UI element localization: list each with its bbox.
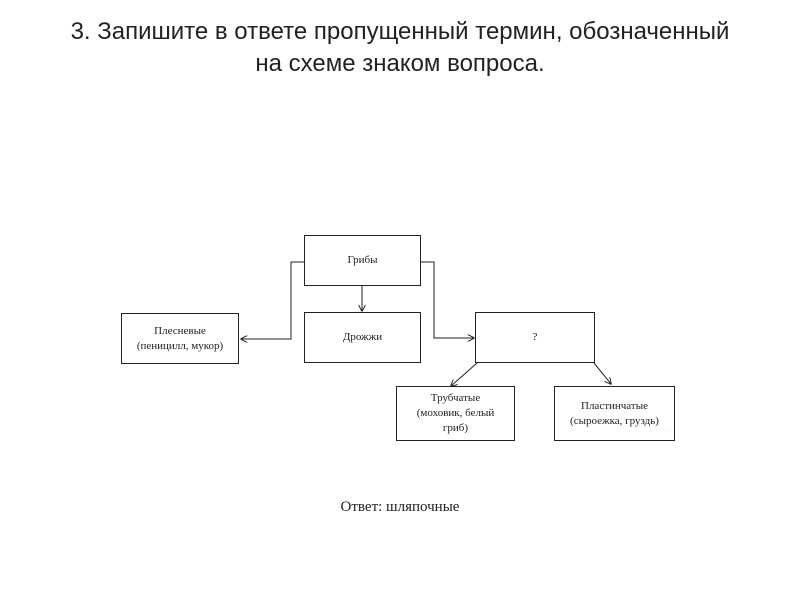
- connector-unknown-to-tubular: [451, 362, 478, 386]
- node-mold: Плесневые (пеницилл, мукор): [121, 313, 239, 364]
- question-line-2: на схеме знаком вопроса.: [255, 50, 545, 77]
- watermark: · · · · · · ·: [650, 427, 670, 433]
- node-tubular: Трубчатые (моховик, белый гриб): [396, 386, 515, 441]
- node-unknown: ?: [475, 312, 595, 363]
- question-title: 3. Запишите в ответе пропущенный термин,…: [40, 16, 760, 80]
- connector-root-to-unknown: [421, 261, 474, 338]
- connector-root-to-mold: [241, 261, 304, 339]
- node-lamellar: Пластинчатые (сыроежка, груздь): [554, 386, 675, 441]
- node-root: Грибы: [304, 235, 421, 286]
- question-line-1: 3. Запишите в ответе пропущенный термин,…: [70, 18, 730, 45]
- answer-text: Ответ: шляпочные: [340, 499, 460, 515]
- connector-unknown-to-lamellar: [593, 362, 611, 384]
- node-yeast: Дрожжи: [304, 312, 421, 363]
